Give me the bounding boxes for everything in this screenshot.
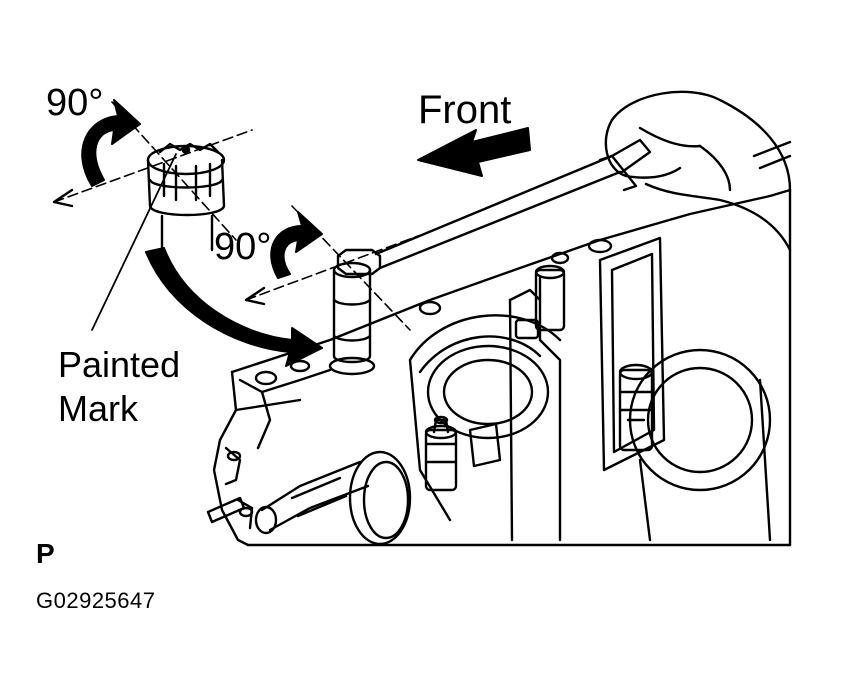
rotation-arrow-middle [270, 211, 323, 279]
bolt-detail [146, 142, 226, 252]
bearing-cap-bolts [424, 264, 654, 492]
reference-lines [52, 101, 419, 331]
rotation-arrows [81, 99, 531, 367]
hand [604, 90, 792, 252]
angle-label-top: 90° [46, 82, 104, 124]
corner-mark: P [36, 538, 55, 569]
front-arrow [417, 127, 531, 177]
painted-mark-label: Painted Mark [58, 343, 218, 431]
swoop-arrow [145, 247, 323, 367]
front-label: Front [418, 88, 512, 132]
crankshaft [254, 236, 772, 546]
rotation-arrow-top [81, 99, 141, 187]
angle-label-middle: 90° [214, 226, 272, 268]
socket-on-bolt [328, 248, 382, 376]
figure-id: G02925647 [36, 588, 156, 613]
painted-mark-line2: Mark [58, 388, 138, 429]
painted-mark-line1: Painted [58, 344, 181, 385]
